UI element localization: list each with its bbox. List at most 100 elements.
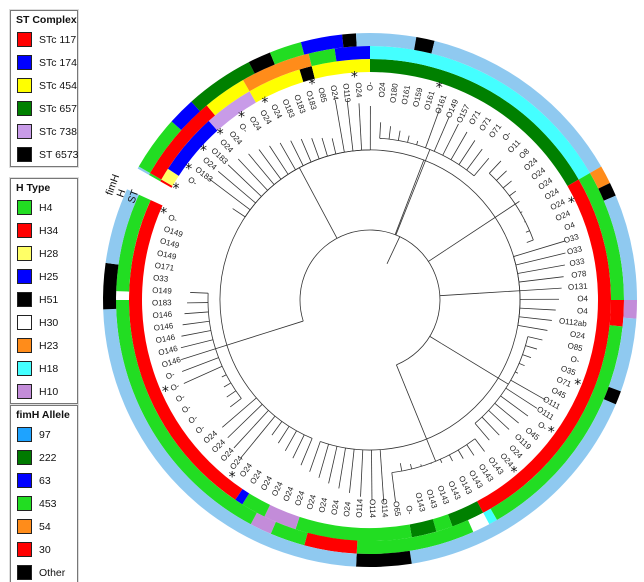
legend-label: H28 — [39, 247, 59, 260]
ring-segment-st — [161, 168, 179, 186]
leaf-label: O33 — [153, 273, 169, 284]
ring-segment-h — [468, 512, 490, 533]
ring-segment-h — [578, 173, 624, 300]
legend-label: 63 — [39, 474, 51, 487]
ring-label-h: H — [115, 188, 129, 199]
tree-branch — [360, 449, 364, 497]
legend-swatch — [17, 450, 32, 465]
ring-segment-h — [243, 53, 312, 92]
tree-branch — [513, 240, 566, 257]
tree-branch — [481, 416, 500, 436]
legend-swatch — [17, 32, 32, 47]
legend-item: ST 6573 — [11, 143, 79, 166]
tree-branch — [233, 410, 269, 449]
legend-label: STc 174 — [39, 56, 77, 69]
ring-gap — [124, 167, 175, 207]
tree-branch — [298, 167, 315, 197]
legend-st-title: ST Complex — [16, 14, 77, 26]
ring-segment-fimh — [589, 166, 610, 189]
tree-branch — [358, 103, 363, 151]
tree-branch — [309, 441, 321, 472]
leaf-label: O33 — [563, 232, 581, 245]
ring-segment-h — [206, 80, 250, 116]
significance-star: * — [173, 181, 180, 197]
leaf-label: O- — [174, 392, 186, 404]
ring-segment-fimh — [138, 121, 182, 173]
ring-segment-fimh — [623, 300, 637, 319]
legend-label: 54 — [39, 520, 51, 533]
legend-swatch — [17, 338, 32, 353]
legend-label: STc 454 — [39, 79, 77, 92]
leaf-label: O183 — [152, 298, 172, 307]
significance-star: * — [436, 80, 443, 96]
ring-segment-st — [432, 514, 453, 532]
tree-branch — [410, 463, 413, 470]
significance-star: * — [574, 377, 581, 393]
tree-branch — [525, 345, 538, 350]
ring-segment-h — [483, 508, 497, 525]
legend-label: H51 — [39, 293, 59, 306]
legend-item: 97 — [11, 423, 77, 446]
tree-branch — [379, 122, 382, 139]
ring-segment-st — [295, 516, 412, 542]
tree-branch — [522, 354, 532, 359]
significance-star: * — [510, 465, 517, 481]
ring-segment-fimh — [103, 308, 357, 567]
legend-item: STc 117 — [11, 28, 77, 51]
tree-branch — [379, 137, 475, 177]
ring-segment-h — [370, 46, 590, 180]
leaf-label: O146 — [152, 310, 173, 320]
leaf-label: O24 — [317, 496, 329, 513]
tree-branch — [226, 390, 237, 398]
leaf-label: O4 — [563, 220, 577, 232]
tree-branch — [474, 423, 490, 441]
ring-segment-h — [308, 48, 337, 67]
leaf-label: O24 — [329, 84, 341, 101]
tree-branch — [439, 459, 443, 464]
leaf-label: O33 — [566, 244, 583, 256]
legend-item: 453 — [11, 492, 77, 515]
tree-branch — [474, 336, 529, 424]
legend-item: STc 657 — [11, 97, 77, 120]
legend-item: H28 — [11, 242, 77, 265]
leaf-label: O143 — [414, 491, 428, 513]
tree-branch — [334, 99, 345, 153]
leaf-label: O149 — [152, 286, 172, 296]
ring-segment-h — [250, 512, 276, 534]
legend-swatch — [17, 223, 32, 238]
tree-branch — [183, 365, 223, 384]
significance-star: * — [162, 384, 169, 400]
tree-branch — [240, 415, 276, 459]
tree-branch — [300, 438, 313, 466]
tree-branch — [450, 131, 468, 160]
leaf-label: O- — [180, 403, 193, 415]
tree-branch — [266, 320, 304, 333]
tree-branch — [399, 463, 403, 472]
tree-branch — [416, 140, 419, 145]
tree-branch — [442, 123, 459, 156]
legend-item: STc 174 — [11, 51, 77, 74]
legend-swatch — [17, 361, 32, 376]
ring-segment-fimh — [414, 37, 435, 54]
tree-branch — [184, 311, 209, 315]
significance-star: * — [238, 110, 245, 126]
legend-swatch — [17, 269, 32, 284]
ring-segment-st — [264, 504, 300, 530]
leaf-label: O24 — [354, 82, 364, 98]
leaf-label: O- — [165, 370, 177, 382]
legend-item: H51 — [11, 288, 77, 311]
ring-segment-fimh — [269, 42, 305, 65]
ring-segment-h — [150, 105, 216, 180]
legend-label: 222 — [39, 451, 57, 464]
legend-item: 54 — [11, 515, 77, 538]
ring-segment-fimh — [431, 40, 602, 173]
tree-branch — [217, 170, 256, 204]
legend-label: H25 — [39, 270, 59, 283]
ring-segment-h — [304, 532, 358, 554]
leaf-label: O171 — [154, 261, 175, 273]
ring-segment-fimh — [356, 550, 412, 568]
ring-segment-fimh — [248, 52, 275, 74]
tree-branches — [180, 99, 566, 503]
